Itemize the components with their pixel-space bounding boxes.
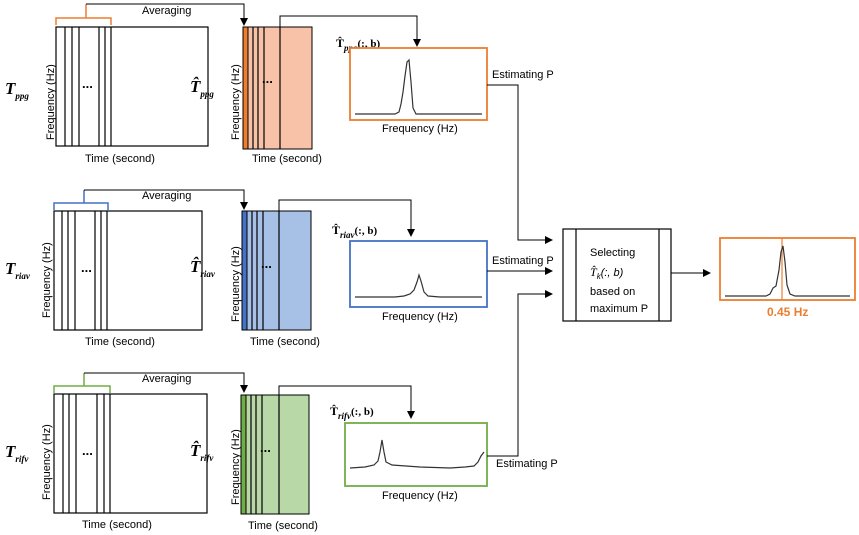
row-ppg: Tppg Frequency (Hz) ... Time (second) Av… <box>5 3 554 244</box>
trifv-estimating-label: Estimating P <box>496 458 558 470</box>
averaging-label: Averaging <box>142 5 191 17</box>
trifv-ellipsis: ... <box>82 443 93 458</box>
tppg-avg-x-axis-label: Time (second) <box>252 153 322 165</box>
arrow-icon <box>278 385 415 419</box>
row-rifv: Trifv Frequency (Hz) ... Time (second) A… <box>5 290 558 532</box>
trifv-avg-matrix <box>240 394 310 515</box>
triav-avg-y-axis-label: Frequency (Hz) <box>230 246 242 322</box>
triav-avg-highlight-band <box>241 210 248 331</box>
trifv-avg-x-axis-label: Time (second) <box>248 520 318 532</box>
trifv-y-axis-label: Frequency (Hz) <box>41 424 53 500</box>
arrow-icon <box>279 15 421 47</box>
tppg-x-axis-label: Time (second) <box>85 153 155 165</box>
arrow-icon <box>487 290 553 457</box>
selector-block: Selecting T̂k(:, b) based on maximum P <box>562 228 711 322</box>
trifv-avg-symbol: T̂rifv <box>190 441 214 463</box>
selector-symbol: T̂k(:, b) <box>590 265 624 281</box>
triav-avg-symbol: T̂riav <box>190 257 216 279</box>
tppg-spectrum-panel <box>349 47 488 121</box>
arrow-icon <box>487 84 553 244</box>
selector-selecting-label: Selecting <box>590 247 635 259</box>
triav-matrix <box>53 210 203 331</box>
bracket-icon <box>53 373 111 393</box>
bracket-icon <box>55 4 112 25</box>
triav-avg-x-axis-label: Time (second) <box>250 336 320 348</box>
trifv-spectrum-label: T̂rifv(:, b) <box>330 404 374 421</box>
arrow-icon <box>86 3 248 26</box>
trifv-spectrum-panel <box>344 422 488 487</box>
spectrum-peak-icon <box>349 439 485 469</box>
spectrum-peak-icon <box>355 58 482 115</box>
tppg-avg-y-axis-label: Frequency (Hz) <box>230 64 242 140</box>
tppg-avg-highlight-band <box>242 26 249 150</box>
trifv-matrix <box>53 393 208 514</box>
averaging-label: Averaging <box>142 190 191 202</box>
trifv-symbol: Trifv <box>5 442 29 464</box>
triav-avg-ellipsis: ... <box>261 256 272 271</box>
row-riav: Triav Frequency (Hz) ... Time (second) A… <box>5 189 554 348</box>
bracket-icon <box>53 190 109 210</box>
triav-spectrum-panel <box>349 240 488 308</box>
triav-spectrum-label: T̂riav(:, b) <box>332 223 377 240</box>
tppg-ellipsis: ... <box>82 76 93 91</box>
tppg-y-axis-label: Frequency (Hz) <box>45 64 57 140</box>
trifv-avg-y-axis-label: Frequency (Hz) <box>230 429 242 505</box>
spectrum-peak-icon <box>355 272 482 298</box>
output-block: 0.45 Hz <box>719 237 856 319</box>
triav-estimating-label: Estimating P <box>492 255 554 267</box>
tppg-spectrum-x-label: Frequency (Hz) <box>382 123 458 135</box>
triav-ellipsis: ... <box>81 260 92 275</box>
selector-based-on-label: based on <box>590 286 635 298</box>
tppg-avg-matrix <box>242 26 313 150</box>
arrow-icon <box>278 199 415 237</box>
trifv-x-axis-label: Time (second) <box>82 519 152 531</box>
averaging-label: Averaging <box>142 373 191 385</box>
selector-box <box>562 228 672 322</box>
tppg-symbol: Tppg <box>5 79 29 101</box>
trifv-avg-ellipsis: ... <box>260 440 271 455</box>
arrow-icon <box>84 372 248 393</box>
trifv-avg-highlight-band <box>240 394 247 515</box>
tppg-estimating-label: Estimating P <box>492 69 554 81</box>
output-value-label: 0.45 Hz <box>767 305 808 319</box>
tppg-avg-symbol: T̂ppg <box>190 77 214 99</box>
tppg-matrix <box>55 26 209 147</box>
triav-symbol: Triav <box>5 259 31 281</box>
tppg-avg-ellipsis: ... <box>262 71 273 86</box>
trifv-spectrum-x-label: Frequency (Hz) <box>382 490 458 502</box>
output-spectrum-panel <box>719 237 856 301</box>
triav-y-axis-label: Frequency (Hz) <box>41 242 53 318</box>
triav-spectrum-x-label: Frequency (Hz) <box>382 311 458 323</box>
tppg-columns <box>64 27 112 146</box>
triav-avg-matrix <box>241 210 312 331</box>
selector-maximum-p-label: maximum P <box>590 303 648 315</box>
spectrum-peak-icon <box>725 245 850 297</box>
triav-x-axis-label: Time (second) <box>85 336 155 348</box>
arrow-icon <box>84 189 248 210</box>
